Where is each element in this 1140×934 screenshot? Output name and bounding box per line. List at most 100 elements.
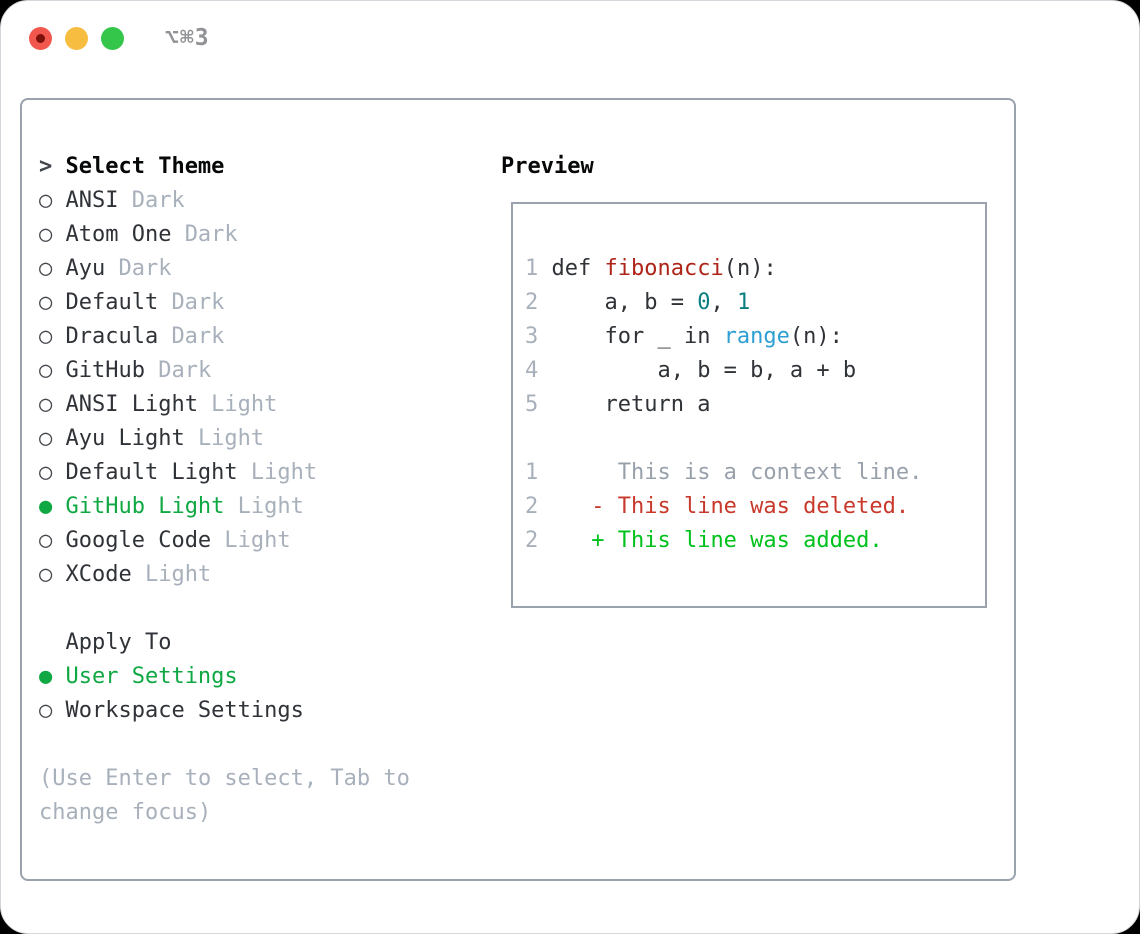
close-button-dot-icon — [36, 34, 45, 43]
option-label: GitHub — [65, 358, 145, 383]
radio-unselected-icon: ○ — [39, 460, 53, 485]
theme-option[interactable]: ○ ANSI Light Light — [39, 388, 410, 422]
minimize-button[interactable] — [65, 27, 88, 50]
line-number: 1 — [525, 256, 539, 281]
line-number: 5 — [525, 392, 539, 417]
option-label: Workspace Settings — [65, 698, 304, 723]
theme-option[interactable]: ○ ANSI Dark — [39, 184, 410, 218]
code-segment: for _ in — [538, 324, 724, 349]
spacer-row — [39, 728, 410, 762]
code-segment: (n): — [789, 324, 843, 349]
code-segment: range — [723, 324, 790, 349]
radio-unselected-icon: ○ — [39, 426, 53, 451]
radio-unselected-icon: ○ — [39, 562, 53, 587]
window-title-shortcut: ⌥⌘3 — [165, 25, 210, 51]
option-label: ANSI Light — [65, 392, 198, 417]
diff-line: 1 This is a context line. — [525, 456, 985, 490]
option-variant-tag: Dark — [171, 324, 225, 349]
code-segment: 0 — [697, 290, 711, 315]
option-variant-tag: Dark — [184, 222, 238, 247]
code-segment: a, b = — [538, 290, 698, 315]
code-segment: + This line was added. — [591, 528, 883, 553]
option-variant-tag: Dark — [171, 290, 225, 315]
line-number: 3 — [525, 324, 539, 349]
option-variant-tag: Light — [197, 426, 265, 451]
line-number: 1 — [525, 460, 539, 485]
radio-unselected-icon: ○ — [39, 392, 53, 417]
maximize-button[interactable] — [101, 27, 124, 50]
line-number: 2 — [525, 290, 539, 315]
theme-option[interactable]: ○ Atom One Dark — [39, 218, 410, 252]
line-number: 2 — [525, 494, 539, 519]
theme-option[interactable]: ○ Default Light Light — [39, 456, 410, 490]
theme-option[interactable]: ○ GitHub Dark — [39, 354, 410, 388]
hint-text-line: (Use Enter to select, Tab to — [39, 766, 410, 791]
diff-line: 2 + This line was added. — [525, 524, 985, 558]
code-segment: return a — [538, 392, 711, 417]
radio-unselected-icon: ○ — [39, 256, 53, 281]
preview-header: Preview — [501, 154, 594, 179]
code-line: 4 a, b = b, a + b — [525, 354, 985, 388]
close-button[interactable] — [29, 27, 52, 50]
radio-unselected-icon: ○ — [39, 290, 53, 315]
diff-line: 2 - This line was deleted. — [525, 490, 985, 524]
option-label: User Settings — [65, 664, 238, 689]
spacer-row — [39, 592, 410, 626]
code-segment: fibonacci — [604, 256, 724, 281]
radio-selected-icon: ● — [39, 664, 53, 689]
spacer-row — [525, 422, 985, 456]
apply-to-option[interactable]: ○Workspace Settings — [39, 694, 410, 728]
theme-option[interactable]: ○ Ayu Light Light — [39, 422, 410, 456]
code-line: 2 a, b = 0, 1 — [525, 286, 985, 320]
option-label: XCode — [65, 562, 132, 587]
option-variant-tag: Dark — [131, 188, 185, 213]
diff-preview: 1 This is a context line.2 - This line w… — [525, 456, 985, 558]
apply-to-header: Apply To — [65, 630, 172, 655]
radio-selected-icon: ● — [39, 494, 53, 519]
code-segment: def — [538, 256, 605, 281]
option-label: Dracula — [65, 324, 159, 349]
option-label: Ayu — [65, 256, 106, 281]
prompt-icon: > — [39, 154, 53, 179]
code-segment: - This line was deleted. — [591, 494, 910, 519]
code-segment — [538, 528, 591, 553]
option-label: Default Light — [65, 460, 238, 485]
code-line: 1 def fibonacci(n): — [525, 252, 985, 286]
radio-unselected-icon: ○ — [39, 188, 53, 213]
option-label: ANSI — [65, 188, 119, 213]
code-segment: (n): — [723, 256, 777, 281]
option-variant-tag: Dark — [158, 358, 212, 383]
radio-unselected-icon: ○ — [39, 528, 53, 553]
radio-unselected-icon: ○ — [39, 222, 53, 247]
option-variant-tag: Light — [250, 460, 318, 485]
apply-to-options-group: ● User Settings ○Workspace Settings — [39, 660, 410, 728]
theme-option[interactable]: ○ XCode Light — [39, 558, 410, 592]
code-segment: 1 — [736, 290, 751, 315]
apply-to-option[interactable]: ● User Settings — [39, 660, 410, 694]
radio-unselected-icon: ○ — [39, 358, 53, 383]
option-label: Ayu Light — [65, 426, 185, 451]
code-segment: a, b = b, a + b — [538, 358, 857, 383]
code-line: 5 return a — [525, 388, 985, 422]
select-theme-title: Select Theme — [65, 154, 225, 179]
code-segment: , — [710, 290, 737, 315]
option-variant-tag: Light — [211, 392, 278, 417]
code-segment: This is a context line. — [538, 460, 923, 485]
option-variant-tag: Light — [224, 528, 291, 553]
code-segment — [538, 494, 591, 519]
option-label: Atom One — [65, 222, 172, 247]
code-line: 3 for _ in range(n): — [525, 320, 985, 354]
option-variant-tag: Light — [144, 562, 212, 587]
option-variant-tag: Light — [237, 494, 304, 519]
